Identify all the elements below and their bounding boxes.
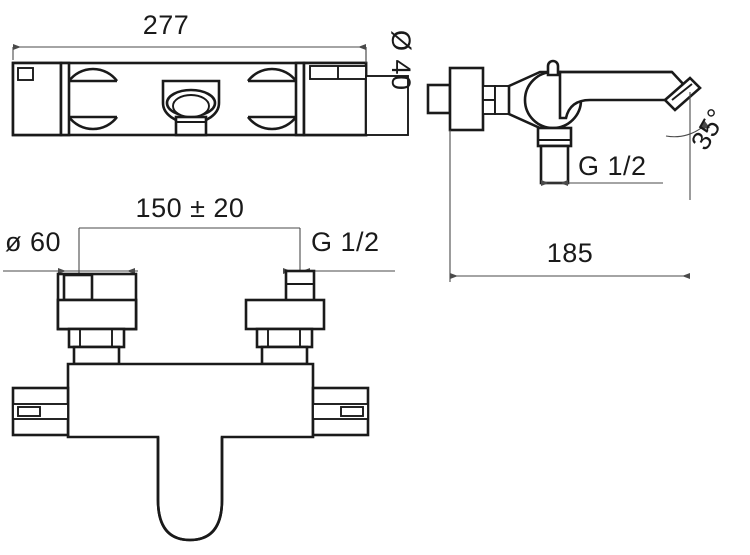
label-overall-width: 277 (143, 10, 190, 40)
label-spout-projection: 185 (547, 238, 594, 268)
top-diameter-block: Ø 40 (365, 30, 416, 136)
dimension-inlet-centres: 150 ± 20 (78, 193, 301, 288)
front-spout-outlet (156, 437, 224, 542)
dimension-cover-diameter: ø 60 (3, 227, 138, 274)
front-right-inlet-shank (284, 269, 316, 303)
dimension-spout-projection: 185 (449, 130, 690, 282)
front-left-lever (11, 386, 70, 437)
dimension-overall-width: 277 (12, 10, 367, 60)
front-left-nut (67, 327, 126, 349)
label-outlet-angle: 35° (685, 103, 732, 155)
label-thread-side: G 1/2 (578, 151, 647, 181)
front-left-shank-lower (72, 345, 121, 366)
label-cover-diameter: ø 60 (5, 227, 61, 257)
front-right-lever (311, 386, 370, 437)
side-escutcheon (448, 66, 485, 132)
front-right-cover (244, 298, 326, 331)
top-right-endcap (302, 61, 368, 137)
label-inlet-centres: 150 ± 20 (136, 193, 245, 223)
side-wall-flange (426, 66, 485, 132)
side-inlet-shank (536, 126, 573, 185)
front-body-outline (66, 362, 315, 542)
side-outlet-flange (663, 76, 702, 112)
dimension-thread-side: G 1/2 (541, 151, 663, 186)
front-left-inlet (56, 272, 138, 366)
side-view: G 1/2 35° 185 (426, 59, 732, 282)
label-body-diameter: Ø 40 (386, 30, 416, 91)
top-spout-stub (174, 115, 208, 137)
front-right-inlet (244, 269, 326, 366)
top-view: 277 (11, 10, 416, 137)
front-body-block (66, 362, 315, 542)
front-right-shank-lower (260, 345, 309, 366)
side-knob-pip (546, 59, 560, 77)
side-knurl-pads (482, 85, 510, 115)
front-right-nut (255, 327, 314, 349)
label-thread-front: G 1/2 (311, 227, 380, 257)
side-wall-nipple (426, 83, 452, 115)
top-centre-diverter (161, 79, 221, 137)
top-left-endcap (11, 61, 63, 137)
top-left-handle (59, 61, 119, 137)
front-view: 150 ± 20 ø 60 G 1/2 (3, 193, 395, 542)
